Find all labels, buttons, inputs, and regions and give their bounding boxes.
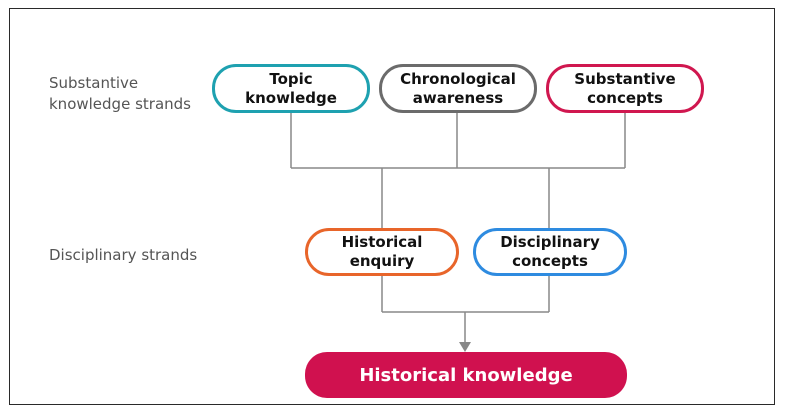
substantive-strands-label: Substantive knowledge strands bbox=[49, 74, 191, 113]
node-line: concepts bbox=[587, 88, 663, 107]
node-line: Topic bbox=[269, 69, 313, 88]
disciplinary-strands-label: Disciplinary strands bbox=[49, 246, 198, 264]
node-line: enquiry bbox=[349, 252, 415, 270]
chronological-awareness-node: Chronological awareness bbox=[379, 64, 537, 113]
topic-knowledge-node: Topic knowledge bbox=[212, 64, 370, 113]
historical-knowledge-node: Historical knowledge bbox=[305, 352, 627, 398]
node-line: concepts bbox=[512, 252, 588, 270]
node-line: Substantive bbox=[574, 69, 676, 88]
node-line: Chronological bbox=[400, 69, 516, 88]
node-line: Disciplinary bbox=[500, 233, 600, 251]
historical-enquiry-node: Historical enquiry bbox=[305, 228, 459, 276]
node-line: knowledge bbox=[245, 88, 337, 107]
node-line: awareness bbox=[412, 88, 504, 107]
substantive-concepts-node: Substantive concepts bbox=[546, 64, 704, 113]
arrow-head bbox=[459, 342, 471, 352]
disciplinary-concepts-node: Disciplinary concepts bbox=[473, 228, 627, 276]
final-label: Historical knowledge bbox=[359, 364, 573, 386]
node-line: Historical bbox=[341, 233, 423, 251]
